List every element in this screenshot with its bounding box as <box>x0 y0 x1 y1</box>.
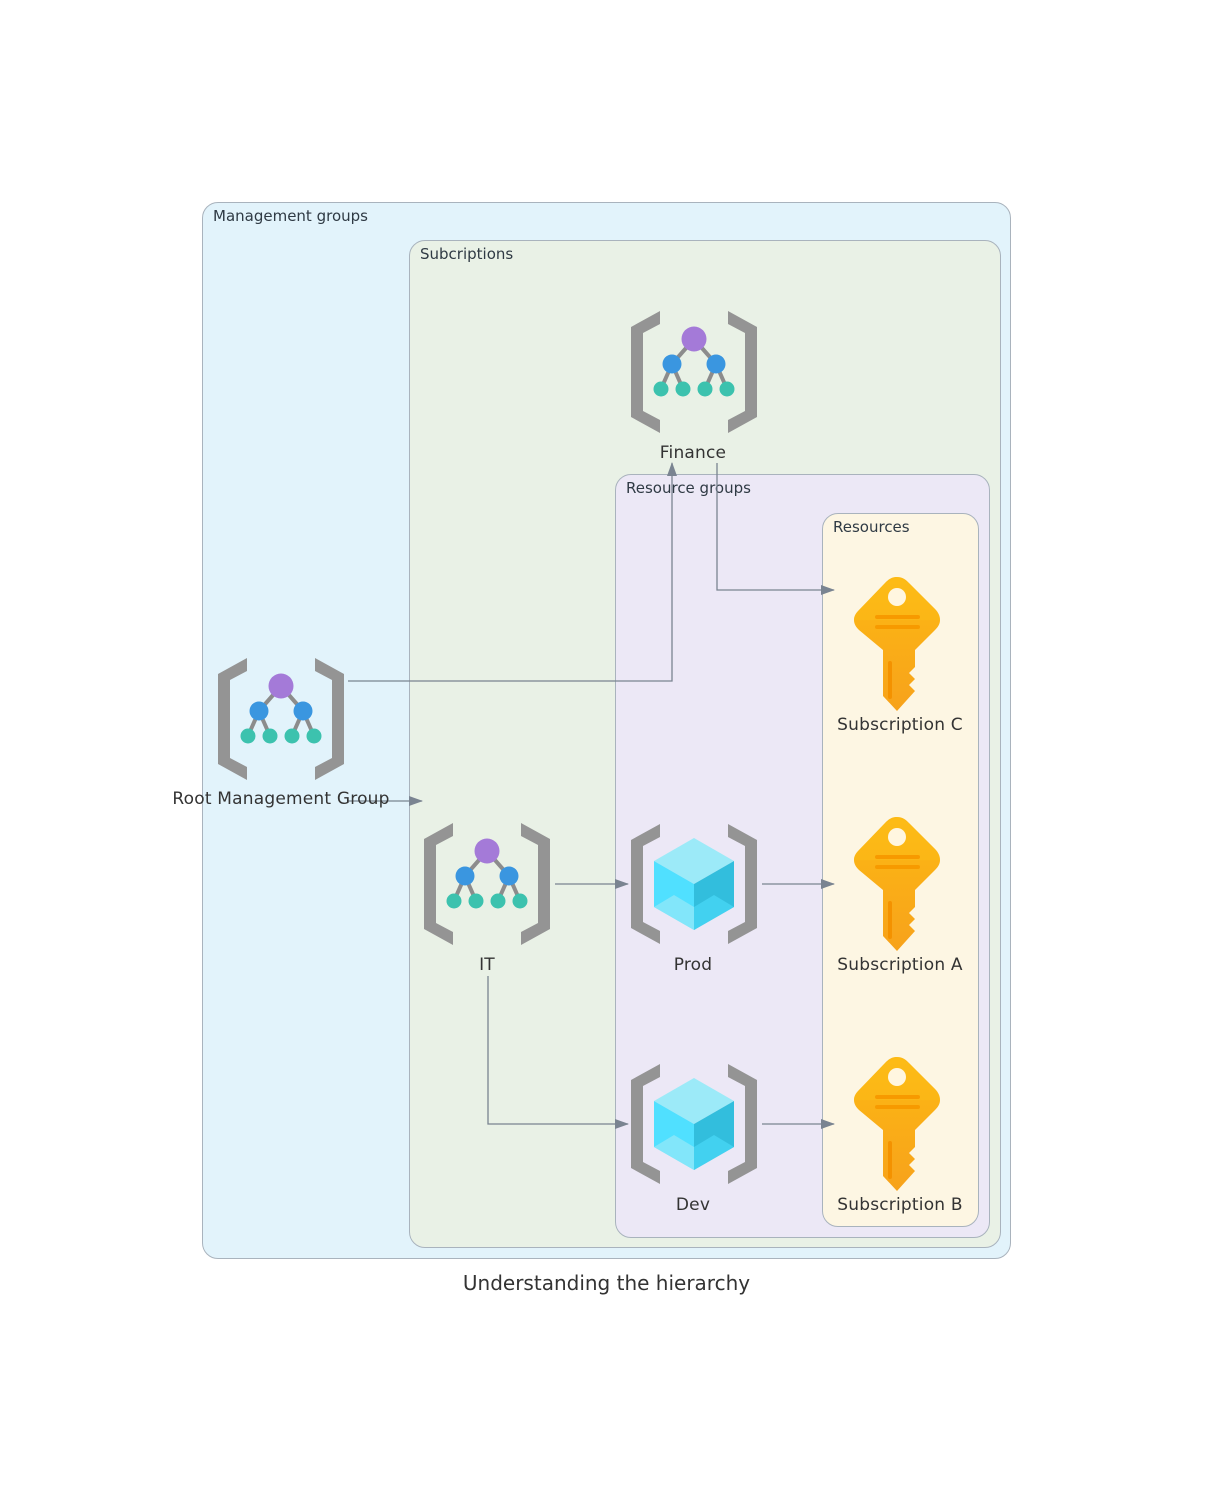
edge-it-to-dev <box>487 976 629 1129</box>
cluster-label-management-groups: Management groups <box>213 207 368 225</box>
resource-group-icon <box>631 824 757 944</box>
node-label-subscription-a: Subscription A <box>837 955 963 975</box>
node-label-it: IT <box>479 955 495 975</box>
management-group-icon <box>424 823 550 945</box>
resource-group-icon <box>631 1064 757 1184</box>
edge-finance-to-subscription-c <box>716 463 835 595</box>
node-label-dev: Dev <box>675 1195 711 1215</box>
cluster-label-resources: Resources <box>833 518 910 536</box>
management-group-icon <box>218 658 344 780</box>
subscription-key-icon <box>854 1057 940 1191</box>
edge-root-to-finance <box>348 462 677 682</box>
management-group-icon <box>631 311 757 433</box>
node-label-root: Root Management Group <box>172 789 390 809</box>
node-label-subscription-b: Subscription B <box>837 1195 963 1215</box>
node-label-finance: Finance <box>659 443 727 463</box>
diagram-caption: Understanding the hierarchy <box>462 1271 751 1295</box>
subscription-key-icon <box>854 817 940 951</box>
subscription-key-icon <box>854 577 940 711</box>
node-label-prod: Prod <box>673 955 713 975</box>
node-label-subscription-c: Subscription C <box>837 715 963 735</box>
cluster-label-subscriptions: Subcriptions <box>420 245 514 263</box>
cluster-label-resource-groups: Resource groups <box>626 479 751 497</box>
